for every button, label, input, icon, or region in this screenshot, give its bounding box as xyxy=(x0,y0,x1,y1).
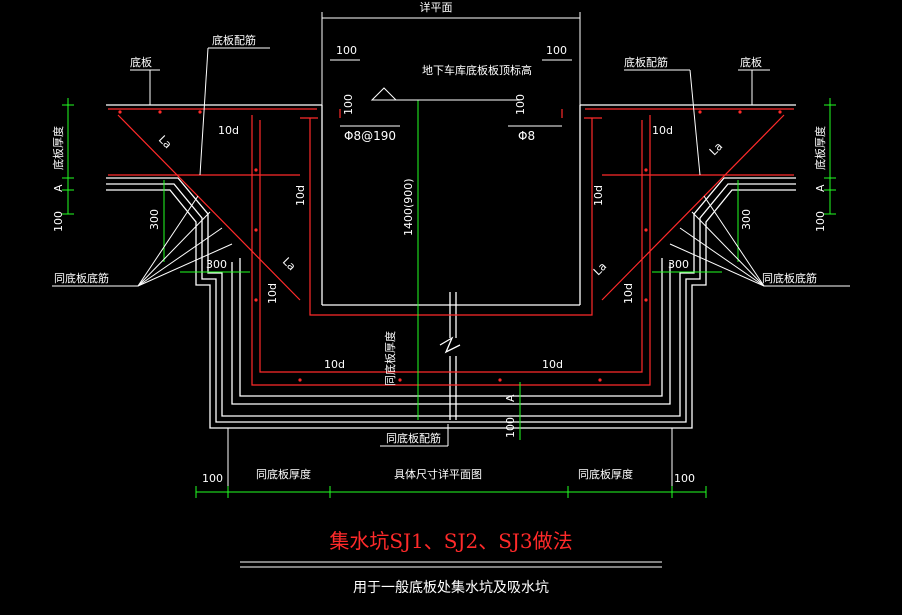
label-10d-5: 10d xyxy=(266,283,279,304)
label-bottom-100-right: 100 xyxy=(674,472,695,485)
label-100-left: 100 xyxy=(52,211,65,232)
label-10d-7: 10d xyxy=(324,358,345,371)
label-rot-100-left: 100 xyxy=(342,94,355,115)
label-thickness-right: 底板厚度 xyxy=(813,126,827,170)
label-bar-left: Φ8@190 xyxy=(344,129,396,143)
label-10d-2: 10d xyxy=(652,124,673,137)
label-top-plan: 详平面 xyxy=(420,0,453,14)
label-depth: 1400(900) xyxy=(402,178,415,236)
leader-lines xyxy=(52,12,850,568)
label-la-1: La xyxy=(156,133,174,151)
rebar-lines xyxy=(108,108,794,386)
concrete-outline xyxy=(106,104,796,429)
label-10d-1: 10d xyxy=(218,124,239,137)
label-rot-100-right: 100 xyxy=(514,94,527,115)
label-a-mid: A xyxy=(504,394,517,402)
drawing-title: 集水坑SJ1、SJ2、SJ3做法 xyxy=(329,529,572,553)
label-10d-3: 10d xyxy=(294,185,307,206)
drawing-subtitle: 用于一般底板处集水坑及吸水坑 xyxy=(353,579,549,596)
label-slab-rebar-left: 底板配筋 xyxy=(212,33,256,47)
label-dim-100-right: 100 xyxy=(546,44,567,57)
label-la-2: La xyxy=(707,140,725,158)
label-a-right: A xyxy=(814,184,827,192)
label-300-vertical-right: 300 xyxy=(740,209,753,230)
drawing-text: 详平面 100 100 底板 底板 底板配筋 底板配筋 地下车库底板板顶标高 Φ… xyxy=(51,0,827,596)
label-thickness-left: 底板厚度 xyxy=(51,126,65,170)
label-a-left: A xyxy=(52,184,65,192)
label-same-rebar: 同底板配筋 xyxy=(386,431,441,445)
label-bottom-100-left: 100 xyxy=(202,472,223,485)
label-10d-6: 10d xyxy=(622,283,635,304)
label-100-right: 100 xyxy=(814,211,827,232)
label-top-elevation: 地下车库底板板顶标高 xyxy=(422,63,532,77)
rebar-dots xyxy=(118,110,782,382)
label-same-bottom-rebar-left: 同底板底筋 xyxy=(54,271,109,285)
label-300-horizontal-right: 300 xyxy=(668,258,689,271)
label-bar-right: Φ8 xyxy=(518,129,535,143)
label-dim-100-left: 100 xyxy=(336,44,357,57)
label-slab-rebar-right: 底板配筋 xyxy=(624,55,668,69)
label-10d-4: 10d xyxy=(592,185,605,206)
label-300-vertical-left: 300 xyxy=(148,209,161,230)
label-same-thickness-vertical: 同底板厚度 xyxy=(383,331,397,386)
label-base-slab-left: 底板 xyxy=(130,55,152,69)
label-base-slab-right: 底板 xyxy=(740,55,762,69)
label-10d-8: 10d xyxy=(542,358,563,371)
label-bottom-detail: 具体尺寸详平面图 xyxy=(394,467,482,481)
label-bottom-thickness-right: 同底板厚度 xyxy=(578,467,633,481)
label-la-3: La xyxy=(280,255,298,273)
label-la-4: La xyxy=(591,260,609,278)
label-100-mid: 100 xyxy=(504,417,517,438)
label-same-bottom-rebar-right: 同底板底筋 xyxy=(762,271,817,285)
label-300-horizontal-left: 300 xyxy=(206,258,227,271)
dimension-lines xyxy=(62,98,836,498)
label-bottom-thickness-left: 同底板厚度 xyxy=(256,467,311,481)
